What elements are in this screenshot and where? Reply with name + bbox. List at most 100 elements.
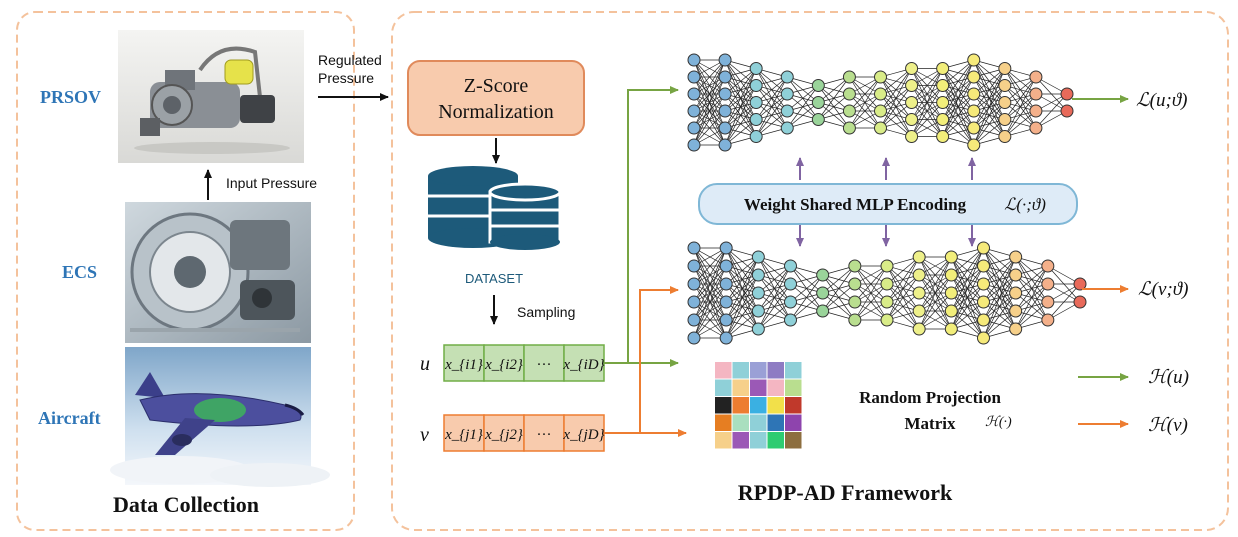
nn-node [905, 96, 919, 109]
nn-node [936, 62, 950, 75]
nn-node [687, 277, 701, 291]
nn-node [718, 104, 732, 118]
nn-edge [973, 68, 1006, 129]
nn-edge [951, 247, 984, 294]
nn-node [936, 96, 950, 109]
nn-edge [951, 247, 984, 330]
nn-node [1060, 87, 1074, 101]
nn-edge [724, 68, 757, 112]
nn-node [880, 313, 894, 327]
nn-edge [973, 102, 1006, 146]
random-projection-matrix [715, 362, 802, 449]
nn-node [719, 277, 733, 291]
nn-node [1029, 104, 1043, 118]
nn-node [977, 241, 990, 255]
nn-node [848, 295, 862, 309]
matrix-cell [767, 432, 784, 449]
nn-node [912, 286, 926, 300]
nn-node [1009, 322, 1023, 336]
nn-node [848, 277, 862, 291]
nn-node [811, 96, 825, 109]
nn-node [719, 331, 733, 345]
nn-edge [983, 256, 1016, 339]
nn-edge [918, 274, 952, 330]
nn-node [719, 313, 733, 327]
nn-node [874, 121, 887, 135]
nn-node [816, 286, 830, 300]
nn-edge [983, 256, 1016, 285]
nn-edge [790, 274, 823, 303]
nn-node [749, 96, 763, 109]
nn-edge [911, 85, 943, 137]
nn-node [718, 138, 732, 152]
nn-edge [849, 93, 881, 129]
nn-edge [724, 68, 757, 95]
h-v-label: ℋ(v) [1148, 415, 1188, 436]
nn-node [749, 79, 763, 92]
matrix-cell [732, 397, 749, 414]
nn-edge [854, 283, 888, 321]
nn-edge [758, 265, 791, 330]
mlp-encoding-box [698, 183, 1078, 225]
nn-edge [725, 310, 759, 339]
database-icon [428, 166, 562, 250]
mlp-network-u [687, 53, 1074, 152]
nn-edge [1004, 76, 1037, 120]
matrix-cell [715, 397, 732, 414]
nn-edge [822, 265, 856, 294]
nn-node [687, 241, 701, 255]
nn-node [687, 104, 701, 118]
matrix-cell [767, 362, 784, 379]
zscore-label-line2: Normalization [438, 101, 554, 123]
nn-node [967, 138, 981, 152]
nn-node [1073, 295, 1087, 309]
nn-edge [1015, 283, 1049, 330]
matrix-cell [715, 414, 732, 431]
nn-node [780, 104, 794, 118]
nn-node [998, 62, 1012, 75]
nn-node [749, 62, 763, 75]
nn-node [967, 87, 981, 101]
nn-node [687, 313, 701, 327]
nn-edge [755, 76, 788, 137]
nn-node [977, 331, 990, 345]
nn-edge [1004, 93, 1037, 137]
nn-edge [983, 256, 1016, 303]
nn-node [816, 304, 830, 318]
ecs-photo [125, 202, 311, 343]
weight-sharing-arrows [796, 157, 976, 247]
prsov-valve-photo [118, 30, 304, 163]
nn-node [912, 304, 926, 318]
nn-edge [983, 256, 1016, 321]
nn-node [977, 277, 990, 291]
nn-edge [755, 93, 788, 137]
nn-edge [886, 256, 920, 303]
nn-edge [790, 274, 823, 321]
nn-node [912, 322, 926, 336]
nn-edge [983, 274, 1016, 339]
nn-node [1009, 268, 1023, 282]
nn-node [905, 113, 919, 126]
nn-node [874, 70, 887, 84]
nn-node [780, 121, 794, 135]
nn-node [944, 268, 958, 282]
nn-node [1041, 295, 1055, 309]
nn-edge [755, 76, 788, 103]
nn-edge [822, 283, 856, 312]
nn-node [687, 53, 701, 67]
regulated-pressure-label-line2: Pressure [318, 70, 374, 86]
prsov-label: PRSOV [40, 87, 101, 107]
nn-node [687, 87, 701, 101]
nn-node [912, 250, 926, 264]
nn-edge [693, 265, 727, 339]
nn-edge [942, 93, 975, 137]
nn-edge [942, 59, 975, 120]
nn-node [687, 70, 701, 84]
u-cell-1: x_{i1} [444, 357, 483, 373]
nn-edge [1015, 301, 1049, 330]
nn-node [751, 268, 765, 282]
nn-node [967, 121, 981, 135]
nn-node [944, 286, 958, 300]
nn-node [967, 53, 981, 67]
matrix-cell [732, 362, 749, 379]
